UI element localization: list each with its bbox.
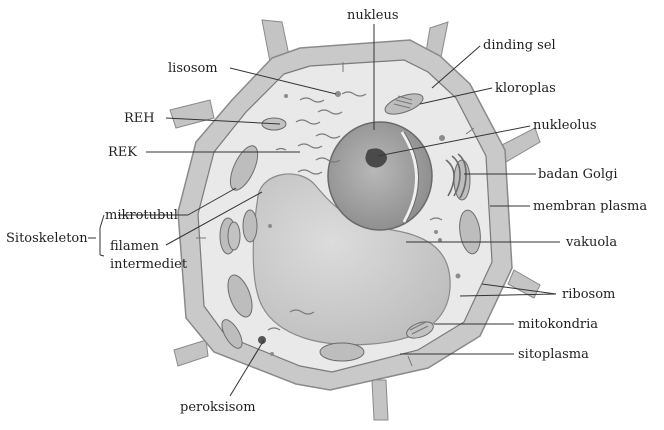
- label-rek: REK: [108, 145, 137, 160]
- label-kloroplas: kloroplas: [495, 81, 556, 96]
- label-filamen-line2: intermediet: [110, 257, 188, 272]
- leader-lines: [88, 24, 560, 397]
- label-ribosom: ribosom: [562, 287, 615, 302]
- label-reh: REH: [124, 111, 155, 126]
- label-sitoskeleton: Sitoskeleton: [6, 231, 88, 246]
- nucleolus: [365, 148, 387, 168]
- label-peroksisom: peroksisom: [180, 400, 256, 415]
- label-mitokondria: mitokondria: [518, 317, 598, 332]
- endoplasmic-reticulum: [267, 91, 443, 331]
- label-mikrotubul: mikrotubul: [105, 208, 178, 223]
- label-nukleolus: nukleolus: [533, 118, 597, 133]
- label-filamen-line1: filamen: [110, 239, 160, 254]
- label-membran-plasma: membran plasma: [533, 199, 647, 214]
- label-vakuola: vakuola: [565, 235, 617, 250]
- label-sitoplasma: sitoplasma: [518, 347, 589, 362]
- label-nukleus: nukleus: [347, 8, 399, 23]
- vacuole: [252, 173, 451, 346]
- label-lisosom: lisosom: [168, 61, 218, 76]
- label-dinding-sel: dinding sel: [483, 38, 556, 53]
- vesicles-and-ribosomes: [258, 91, 461, 356]
- mitochondria: [227, 117, 434, 339]
- nucleus: [327, 121, 433, 231]
- label-badan-golgi: badan Golgi: [538, 167, 618, 182]
- diagram-labels: nukleus dinding sel lisosom kloroplas RE…: [6, 8, 647, 415]
